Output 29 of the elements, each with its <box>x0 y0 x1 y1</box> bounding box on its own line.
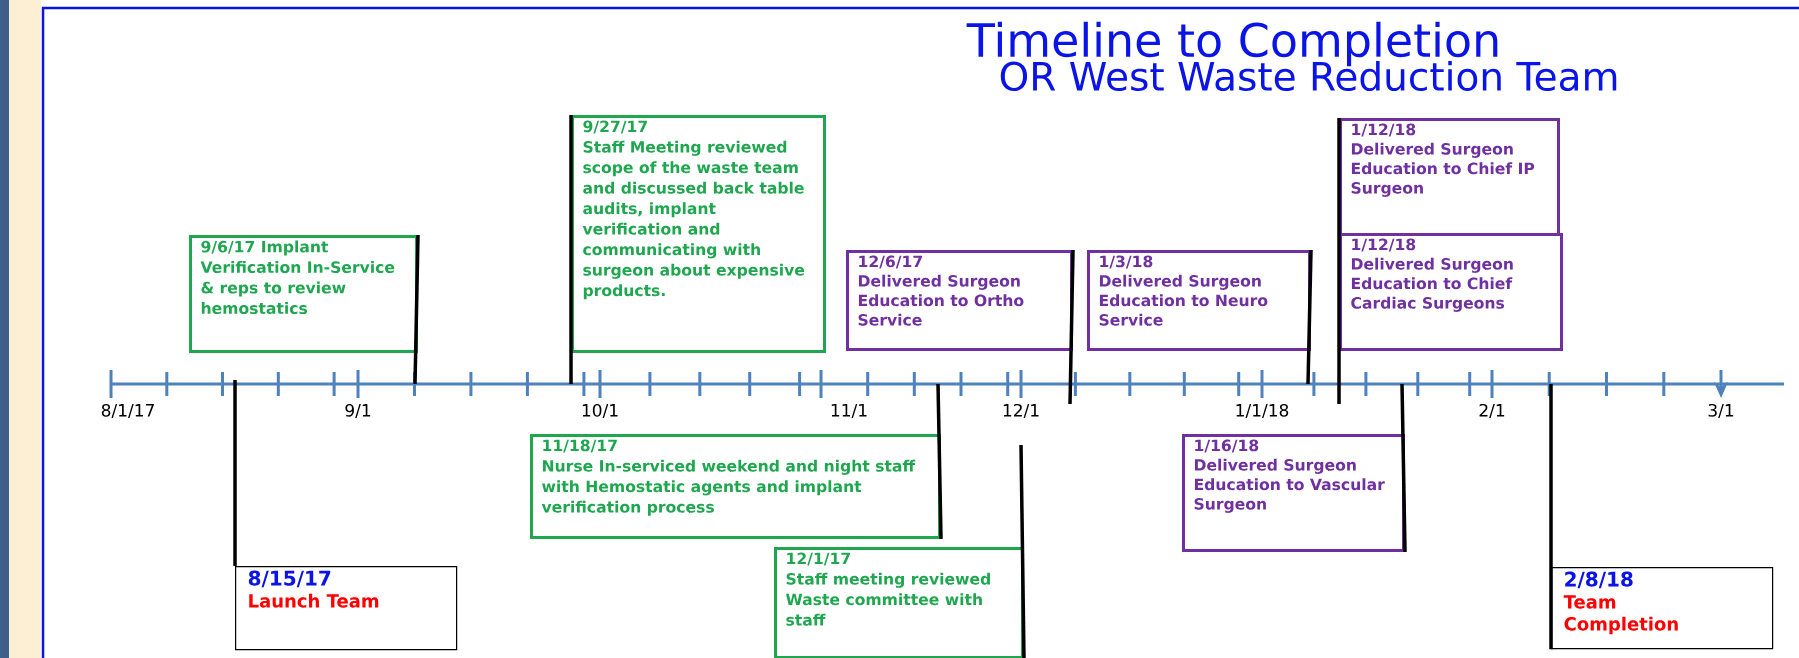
leader-line <box>1068 249 1075 405</box>
event-box: 9/6/17 Implant Verification In-Service & reps to review hemostatics <box>189 235 418 353</box>
event-box: 12/6/17 Delivered Surgeon Education to Ortho Service <box>846 250 1073 351</box>
event-box: 8/15/17 Launch Team <box>235 566 458 651</box>
tick-label: 1/1/18 <box>1236 403 1289 419</box>
leader-line <box>1549 384 1553 650</box>
leader-line <box>233 380 237 566</box>
event-box: 12/1/17 Staff meeting reviewed Waste committee with staff <box>774 547 1024 658</box>
tick-label: 8/1/17 <box>101 403 154 419</box>
event-box: 11/18/17 Nurse In-serviced weekend and night staff with Hemostatic agents and implant verification process <box>530 434 941 539</box>
leader-line <box>1337 118 1341 404</box>
tick-label: 2/1 <box>1479 403 1505 419</box>
leader-line <box>569 115 573 384</box>
leader-line <box>936 383 943 540</box>
tick-label: 9/1 <box>345 403 371 419</box>
leader-line <box>1400 383 1407 552</box>
event-box: 2/8/18 Team Completion <box>1551 567 1774 650</box>
leader-line <box>1019 444 1026 658</box>
tick-label: 10/1 <box>582 403 618 419</box>
tick-label: 11/1 <box>831 404 867 418</box>
leader-line <box>413 234 420 385</box>
event-box: 9/27/17 Staff Meeting reviewed scope of the waste team and discussed back table audits, implant verification and communicating with surgeon about expensive products. <box>571 115 826 353</box>
tick-label: 12/1 <box>1003 403 1039 419</box>
leader-line <box>1306 249 1313 385</box>
event-box: 1/12/18 Delivered Surgeon Education to Chief IP Surgeon <box>1339 118 1560 236</box>
event-box: 1/3/18 Delivered Surgeon Education to Neuro Service <box>1087 250 1311 351</box>
tick-label: 3/1 <box>1708 403 1734 419</box>
event-box: 1/12/18 Delivered Surgeon Education to Chief Cardiac Surgeons <box>1339 233 1563 351</box>
event-box: 1/16/18 Delivered Surgeon Education to Vascular Surgeon <box>1182 434 1405 552</box>
